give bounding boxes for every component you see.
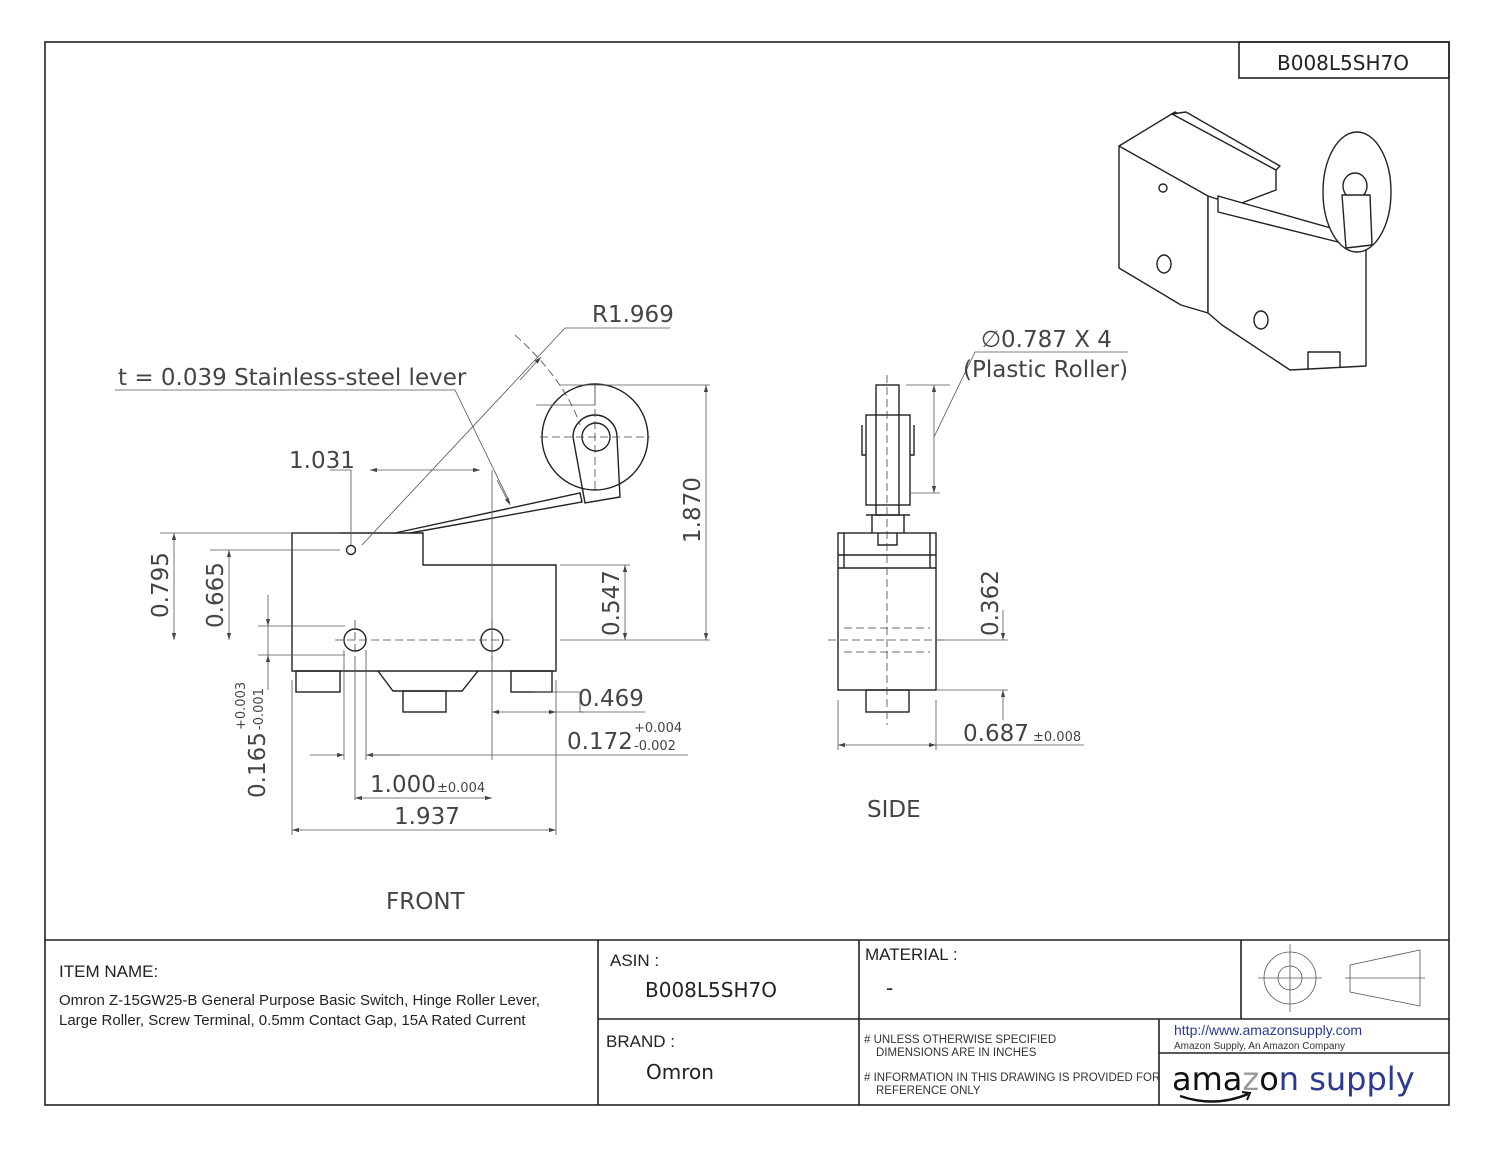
dim-1031: 1.031 [289, 448, 355, 474]
dim-r1969: R1.969 [592, 302, 674, 328]
asin-value: B008L5SH7O [645, 978, 777, 1002]
dim-0172-tol-plus: +0.004 [634, 721, 682, 736]
note-units-line1: # UNLESS OTHERWISE SPECIFIED [864, 1034, 1056, 1046]
item-name-line1: Omron Z-15GW25-B General Purpose Basic S… [59, 992, 540, 1009]
dim-0165: 0.165 [245, 732, 271, 798]
lever-note: t = 0.039 Stainless-steel lever [118, 365, 467, 391]
note-reference-line2: REFERENCE ONLY [876, 1085, 981, 1097]
dim-0172: 0.172 [567, 729, 633, 755]
roller-note: (Plastic Roller) [963, 357, 1128, 383]
dim-1937: 1.937 [394, 804, 460, 830]
dim-0362: 0.362 [978, 570, 1004, 636]
note-units-line2: DIMENSIONS ARE IN INCHES [876, 1047, 1037, 1059]
brand-label: BRAND : [606, 1032, 675, 1051]
dim-0795: 0.795 [148, 552, 174, 618]
amazonsupply-link[interactable]: http://www.amazonsupply.com [1174, 1022, 1362, 1038]
dim-0547: 0.547 [599, 570, 625, 636]
dim-roller-diameter: ∅0.787 X 4 [981, 327, 1112, 353]
title-block: ITEM NAME: Omron Z-15GW25-B General Purp… [45, 939, 1449, 1105]
dim-0469: 0.469 [578, 686, 644, 712]
dim-0172-tol-minus: -0.002 [634, 739, 676, 754]
dim-0165-tol-plus: +0.003 [234, 682, 249, 730]
svg-text:amazon supply: amazon supply [1172, 1060, 1415, 1098]
side-view-label: SIDE [867, 797, 921, 823]
dim-0687-tol: ±0.008 [1033, 730, 1081, 745]
front-view: R1.969 t = 0.039 Stainless-steel lever 1… [115, 302, 710, 915]
dim-0687: 0.687 [963, 721, 1029, 747]
side-view: ∅0.787 X 4 (Plastic Roller) 0.362 0.687 … [828, 327, 1128, 823]
dim-1000-tol: ±0.004 [437, 781, 485, 796]
drawing-border [44, 41, 1450, 1106]
asin-label: ASIN : [610, 951, 659, 970]
brand-value: Omron [646, 1060, 714, 1084]
note-reference-line1: # INFORMATION IN THIS DRAWING IS PROVIDE… [864, 1072, 1160, 1084]
dim-0665: 0.665 [203, 562, 229, 628]
front-view-label: FRONT [386, 889, 466, 915]
isometric-view [1118, 111, 1392, 371]
material-value: - [886, 976, 893, 1000]
item-name-line2: Large Roller, Screw Terminal, 0.5mm Cont… [59, 1012, 526, 1029]
dim-1870: 1.870 [680, 477, 706, 543]
material-label: MATERIAL : [865, 945, 958, 964]
company-tagline: Amazon Supply, An Amazon Company [1174, 1041, 1345, 1052]
third-angle-projection-icon [1258, 944, 1425, 1012]
dim-0165-tol-minus: -0.001 [252, 688, 267, 730]
dim-1000: 1.000 [370, 772, 436, 798]
amazonsupply-logo: amazon supply [1172, 1060, 1415, 1103]
asin-tag-box: B008L5SH7O [1238, 41, 1450, 79]
asin-tag: B008L5SH7O [1277, 51, 1409, 75]
item-name-label: ITEM NAME: [59, 962, 158, 981]
